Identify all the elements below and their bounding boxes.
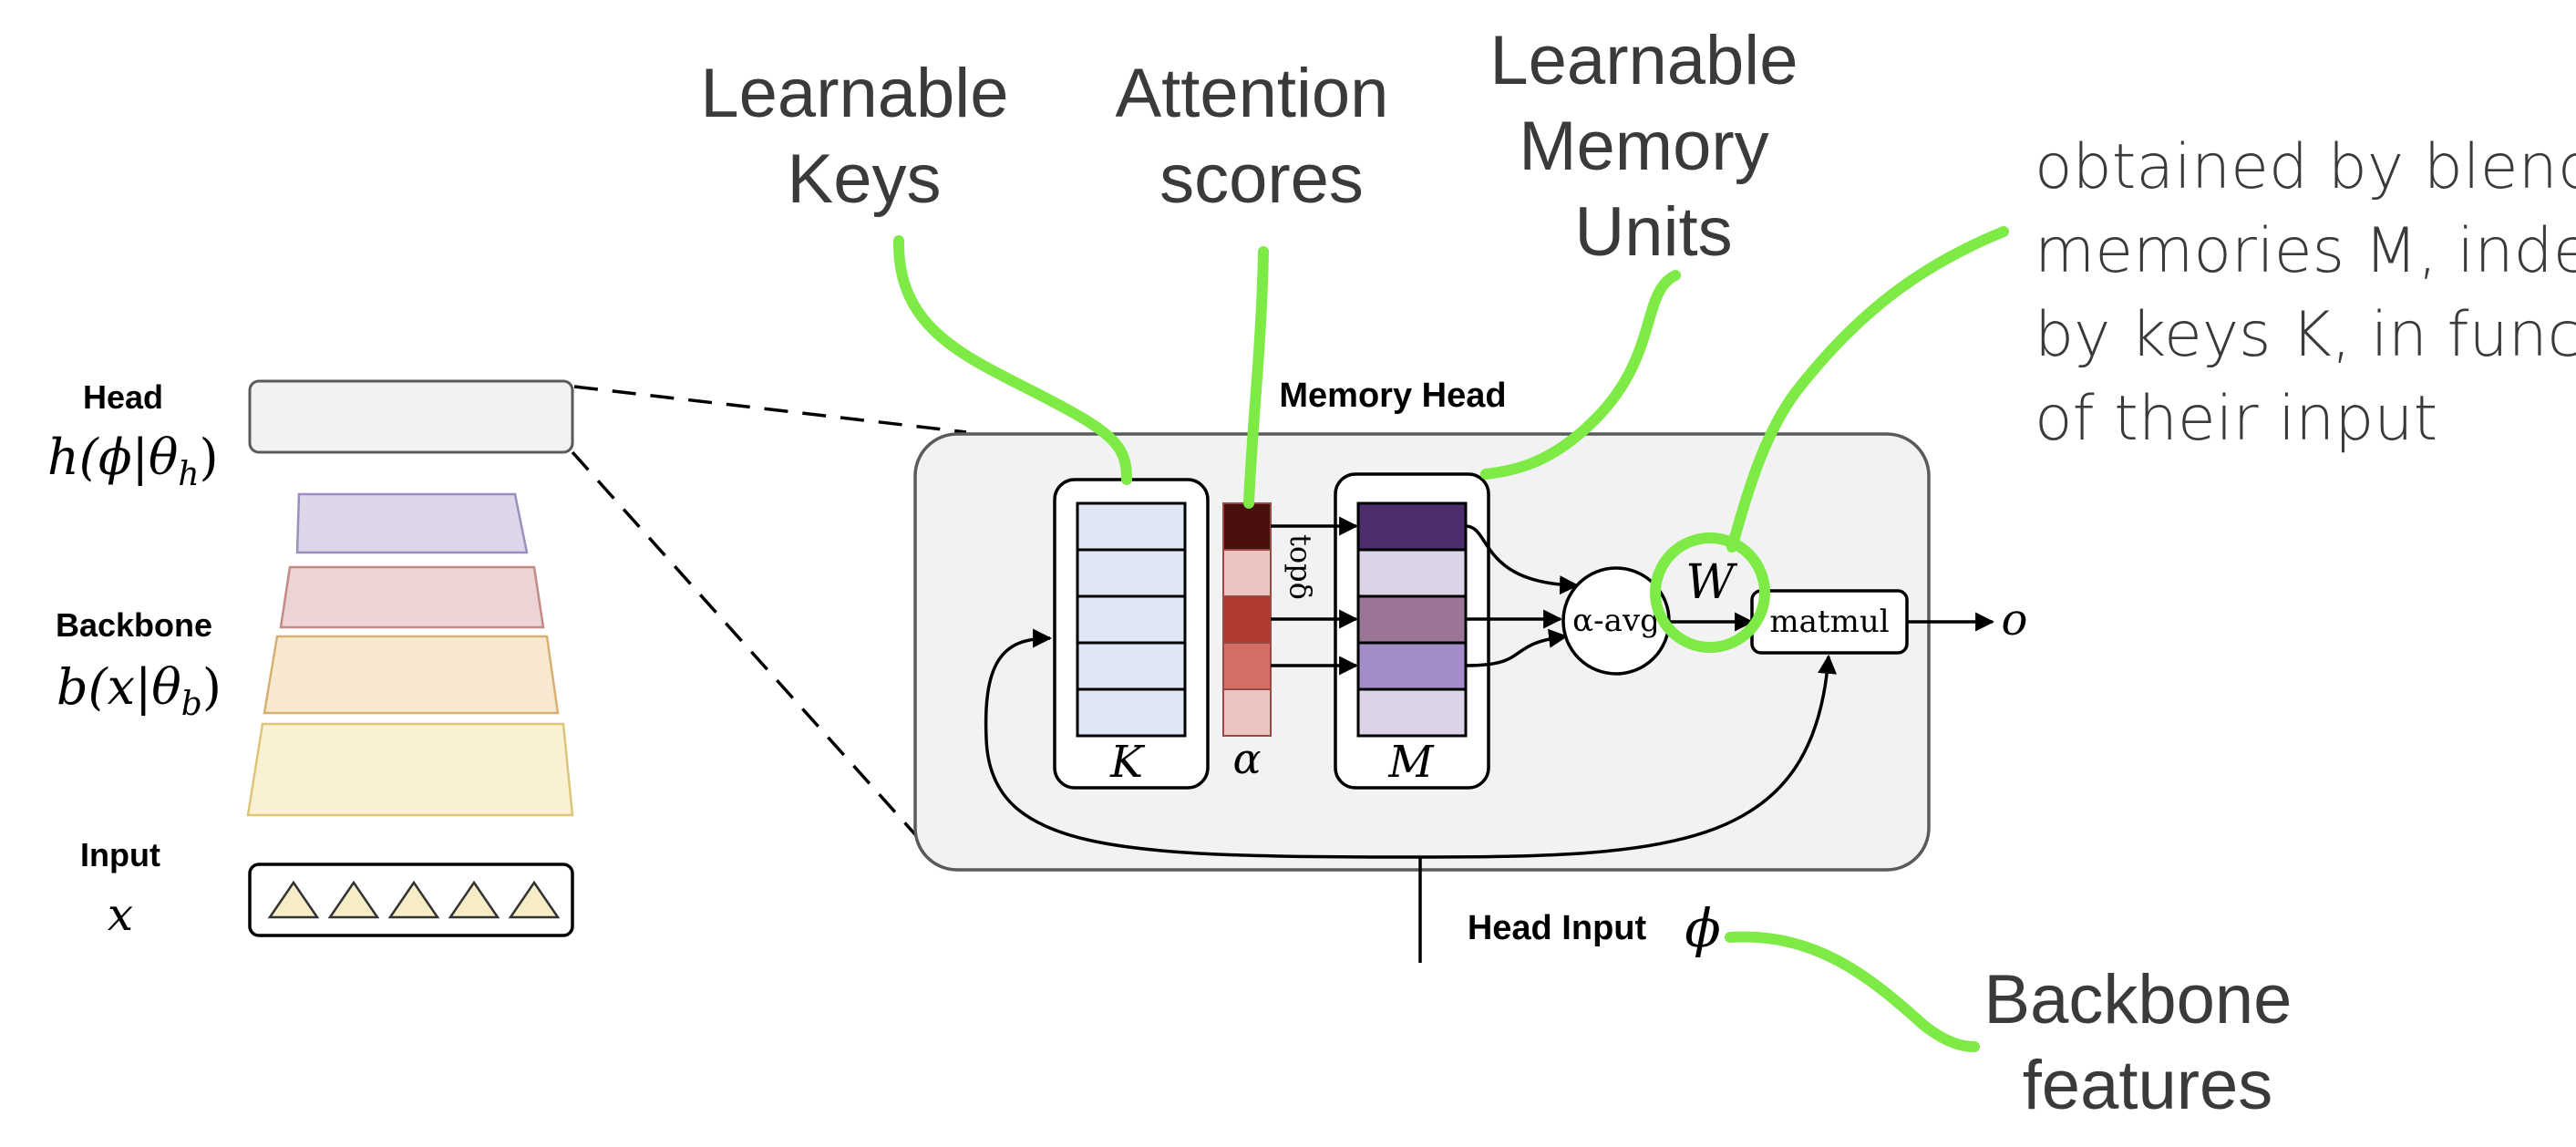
model-stack: Head h(ϕ|θh) Backbone b(x|θb) Input x: [47, 378, 574, 941]
backbone-layer-4: [246, 722, 574, 817]
alpha-avg-label: α-avg: [1572, 603, 1660, 639]
alpha-cell: [1222, 502, 1272, 551]
memory-head-panel: Memory Head K α topδ: [913, 377, 2028, 963]
matmul-label: matmul: [1769, 604, 1889, 640]
memory-pointer: [1480, 270, 1681, 480]
memory-to-avg-arrow-1: [1465, 524, 1580, 595]
memory-cell: [1356, 594, 1468, 645]
phi-symbol: ϕ: [1685, 897, 1721, 959]
memory-cell: [1356, 548, 1468, 598]
key-cells: [1076, 501, 1187, 738]
backbone-label: Backbone: [56, 606, 212, 644]
input-token: [508, 880, 561, 919]
memory-head-title: Memory Head: [1279, 377, 1506, 415]
attention-scores-label: Attention scores: [1115, 55, 1407, 218]
memory-cell: [1356, 501, 1468, 552]
key-cell: [1076, 594, 1187, 645]
input-symbol: x: [108, 888, 133, 941]
memory-cells: [1356, 501, 1468, 738]
head-block: [248, 379, 574, 454]
backbone-formula: b(x|θb): [57, 658, 222, 723]
head-label: Head: [83, 378, 163, 416]
key-cell: [1076, 548, 1187, 598]
alpha-cell: [1222, 549, 1272, 597]
keys-pointer: [892, 235, 1132, 485]
key-cell: [1076, 501, 1187, 552]
weight-highlight-circle: [1650, 532, 1770, 653]
memory-cell: [1356, 641, 1468, 691]
key-cell: [1076, 687, 1187, 738]
keys-symbol: K: [1109, 737, 1146, 788]
alpha-symbol: α: [1232, 734, 1261, 783]
key-cell: [1076, 641, 1187, 691]
alpha-cell: [1222, 688, 1272, 737]
input-token: [448, 880, 500, 919]
output-symbol: o: [2002, 594, 2028, 646]
memory-symbol: M: [1387, 737, 1435, 788]
learnable-keys-label: Learnable Keys: [700, 55, 1027, 218]
blending-pointer: [1726, 226, 2009, 553]
head-input-label: Head Input: [1468, 909, 1647, 947]
input-token: [387, 880, 440, 919]
backbone-layer-1: [295, 492, 529, 554]
annotations: Learnable Keys Attention scores Learnabl…: [700, 22, 2576, 1124]
backbone-layer-2: [279, 565, 545, 629]
phi-pointer: [1725, 931, 1980, 1052]
head-input-to-keys-arrow: [984, 628, 1421, 859]
head-formula: h(ϕ|θh): [47, 429, 219, 493]
alpha-cell: [1222, 595, 1272, 644]
backbone-layer-3: [263, 635, 560, 715]
weight-symbol: W: [1685, 555, 1737, 610]
alpha-cells: [1222, 502, 1272, 737]
input-token: [327, 880, 380, 919]
memory-units-label: Learnable Memory Units: [1489, 22, 1817, 271]
memory-cell: [1356, 687, 1468, 738]
blending-label: obtained by blending memories M, indexed…: [2035, 131, 2576, 455]
input-token: [267, 880, 320, 919]
alpha-pointer: [1243, 246, 1269, 509]
memory-to-avg-arrow-3: [1465, 628, 1569, 667]
top-delta-label: topδ: [1283, 534, 1318, 600]
backbone-features-label: Backbone features: [1984, 961, 2311, 1124]
zoom-line-top: [573, 385, 967, 434]
zoom-line-bottom: [571, 450, 939, 861]
alpha-cell: [1222, 642, 1272, 690]
input-tokens: [267, 880, 561, 919]
input-label: Input: [80, 836, 160, 873]
head-input-to-matmul-arrow: [1419, 654, 1838, 859]
